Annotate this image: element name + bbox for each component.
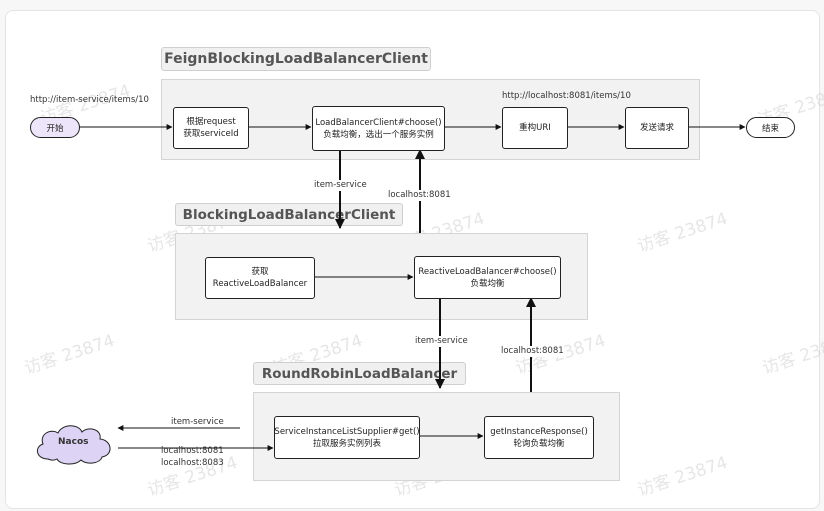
get-serviceid-box: 根据request 获取serviceId (173, 107, 249, 149)
start-node: 开始 (30, 117, 80, 138)
resolved-url-label: http://localhost:8081/items/10 (502, 91, 631, 101)
item-service-label-1: item-service (314, 180, 367, 191)
nacos-label: Nacos (58, 437, 89, 447)
nacos-cloud-icon (36, 425, 111, 465)
get-serviceid-line1: 根据request (186, 117, 236, 127)
item-service-label-2: item-service (415, 336, 468, 347)
supplier-get-line1: ServiceInstanceListSupplier#get() (274, 426, 420, 437)
nacos-hosts-line1: localhost:8081 (161, 446, 224, 456)
lb-choose-line2: 负载均衡，选出一个服务实例 (323, 129, 434, 140)
localhost-label-2: localhost:8081 (501, 346, 564, 357)
feign-panel-title: FeignBlockingLoadBalancerClient (161, 47, 431, 71)
rebuild-uri-label: 重构URI (519, 123, 551, 133)
reactive-choose-box: ReactiveLoadBalancer#choose() 负载均衡 (414, 256, 561, 299)
supplier-get-box: ServiceInstanceListSupplier#get() 拉取服务实例… (274, 416, 420, 459)
lb-choose-line1: LoadBalancerClient#choose() (315, 117, 442, 128)
rebuild-uri-box: 重构URI (502, 107, 568, 149)
nacos-hosts-line2: localhost:8083 (161, 458, 224, 468)
send-request-box: 发送请求 (625, 107, 689, 149)
reactive-choose-line1: ReactiveLoadBalancer#choose() (418, 266, 557, 277)
supplier-get-line2: 拉取服务实例列表 (312, 438, 381, 449)
roundrobin-panel-title: RoundRobinLoadBalancer (253, 362, 466, 385)
get-serviceid-line2: 获取serviceId (183, 129, 239, 139)
end-node: 结束 (746, 117, 795, 138)
lb-choose-box: LoadBalancerClient#choose() 负载均衡，选出一个服务实… (312, 106, 445, 151)
instance-response-line2: 轮询负载均衡 (513, 438, 565, 449)
get-reactive-box: 获取 ReactiveLoadBalancer (205, 257, 315, 299)
get-reactive-line2: ReactiveLoadBalancer (212, 279, 308, 289)
get-reactive-line1: 获取 (251, 267, 269, 277)
send-request-label: 发送请求 (639, 123, 674, 133)
blocking-panel-title: BlockingLoadBalancerClient (175, 203, 403, 226)
instance-response-box: getInstanceResponse() 轮询负载均衡 (484, 416, 594, 459)
item-service-label-3: item-service (171, 417, 224, 427)
localhost-label-1: localhost:8081 (388, 190, 451, 201)
instance-response-line1: getInstanceResponse() (490, 426, 588, 437)
reactive-choose-line2: 负载均衡 (470, 278, 505, 289)
request-url-label: http://item-service/items/10 (30, 95, 149, 105)
